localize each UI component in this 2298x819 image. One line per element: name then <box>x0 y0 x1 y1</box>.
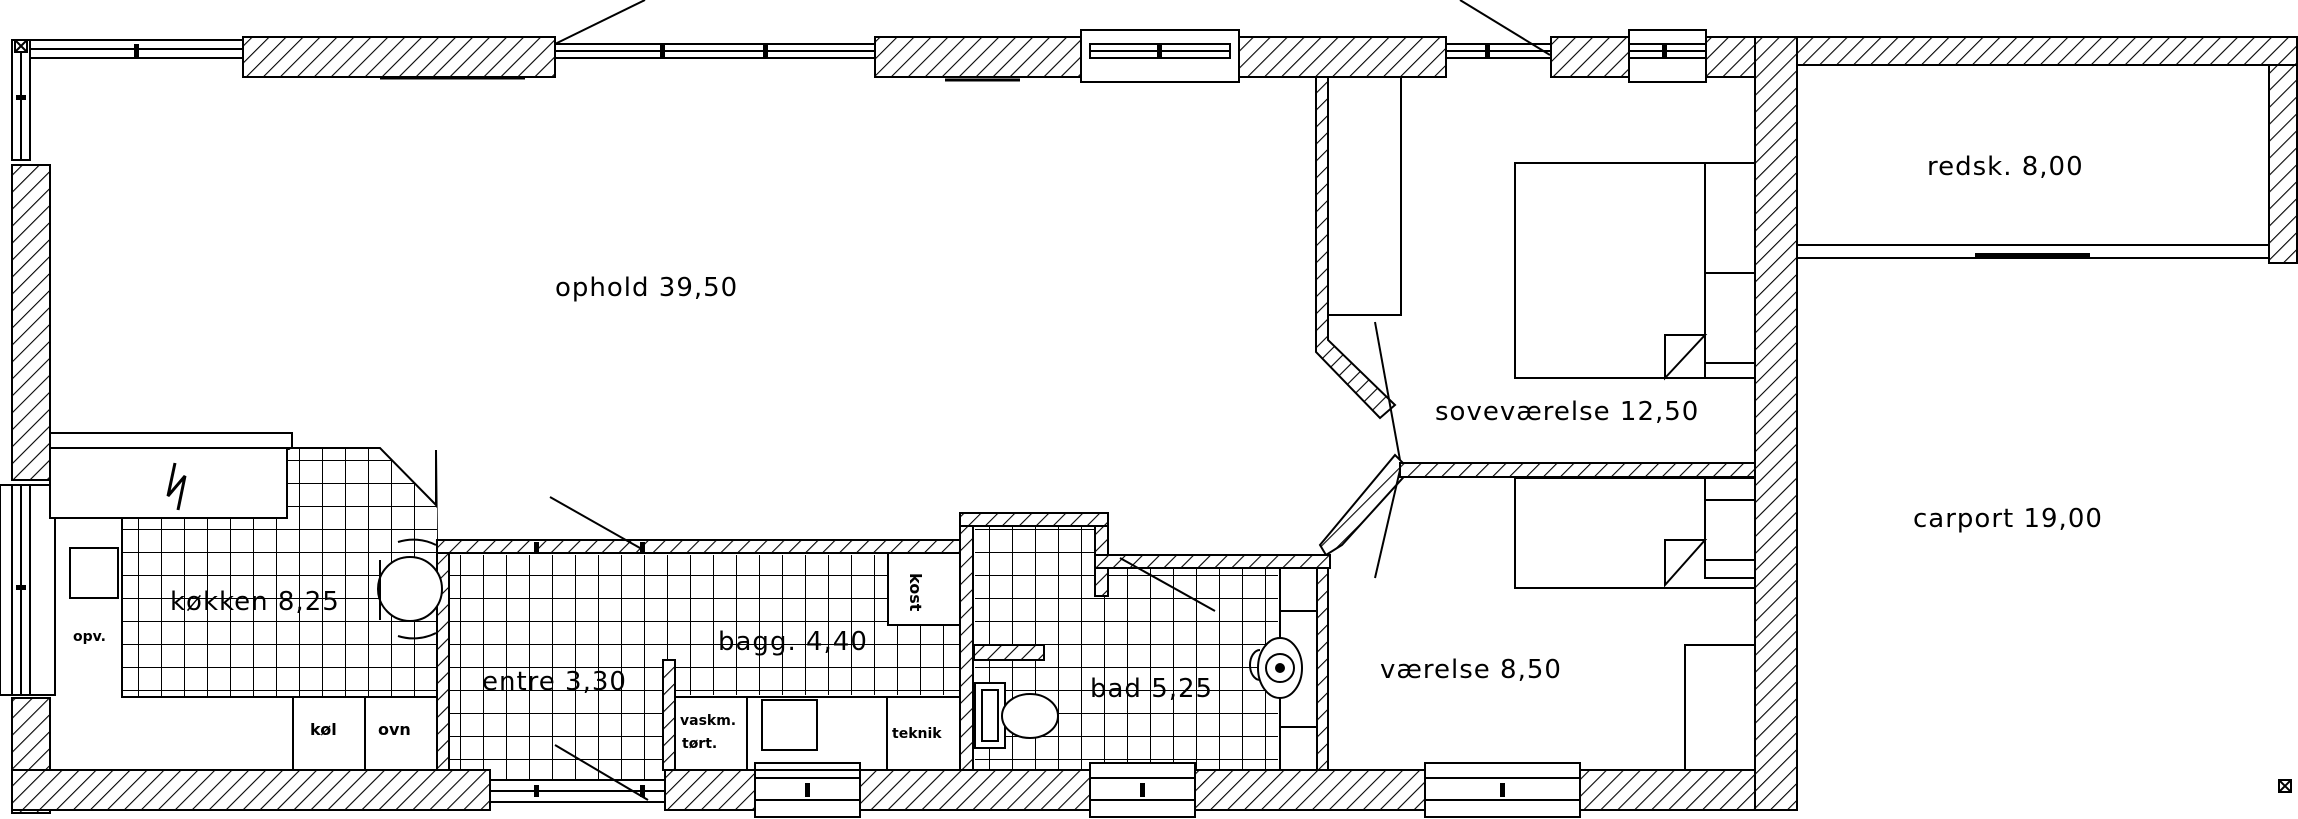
room-label-sovevaerelse: soveværelse 12,50 <box>1435 397 1699 427</box>
room-label-bagg: bagg. 4,40 <box>718 627 868 657</box>
interior-walls <box>49 76 1756 771</box>
outer-walls <box>0 29 2298 818</box>
room-label-vaerelse: værelse 8,50 <box>1380 655 1562 685</box>
room-label-carport: carport 19,00 <box>1913 504 2103 534</box>
room-label-kokken: køkken 8,25 <box>170 587 340 617</box>
fixture-label-kol: køl <box>310 720 337 739</box>
fixture-label-teknik: teknik <box>892 726 942 742</box>
fixtures <box>14 39 2292 793</box>
fixture-label-ovn: ovn <box>378 720 411 739</box>
fixture-label-kost: kost <box>906 573 925 612</box>
room-label-redsk: redsk. 8,00 <box>1927 152 2084 182</box>
fixture-label-tort: tørt. <box>682 736 717 752</box>
fixture-label-opv: opv. <box>73 629 106 645</box>
room-label-ophold: ophold 39,50 <box>555 273 738 303</box>
room-label-entre: entre 3,30 <box>482 667 627 697</box>
window-mullions <box>16 44 1667 797</box>
fixture-labels: opv. køl ovn kost vaskm. tørt. teknik <box>73 573 942 752</box>
room-label-bad: bad 5,25 <box>1090 674 1213 704</box>
room-labels: ophold 39,50 soveværelse 12,50 redsk. 8,… <box>170 152 2103 704</box>
doors <box>380 0 1551 801</box>
fixture-label-vaskm: vaskm. <box>680 713 736 729</box>
